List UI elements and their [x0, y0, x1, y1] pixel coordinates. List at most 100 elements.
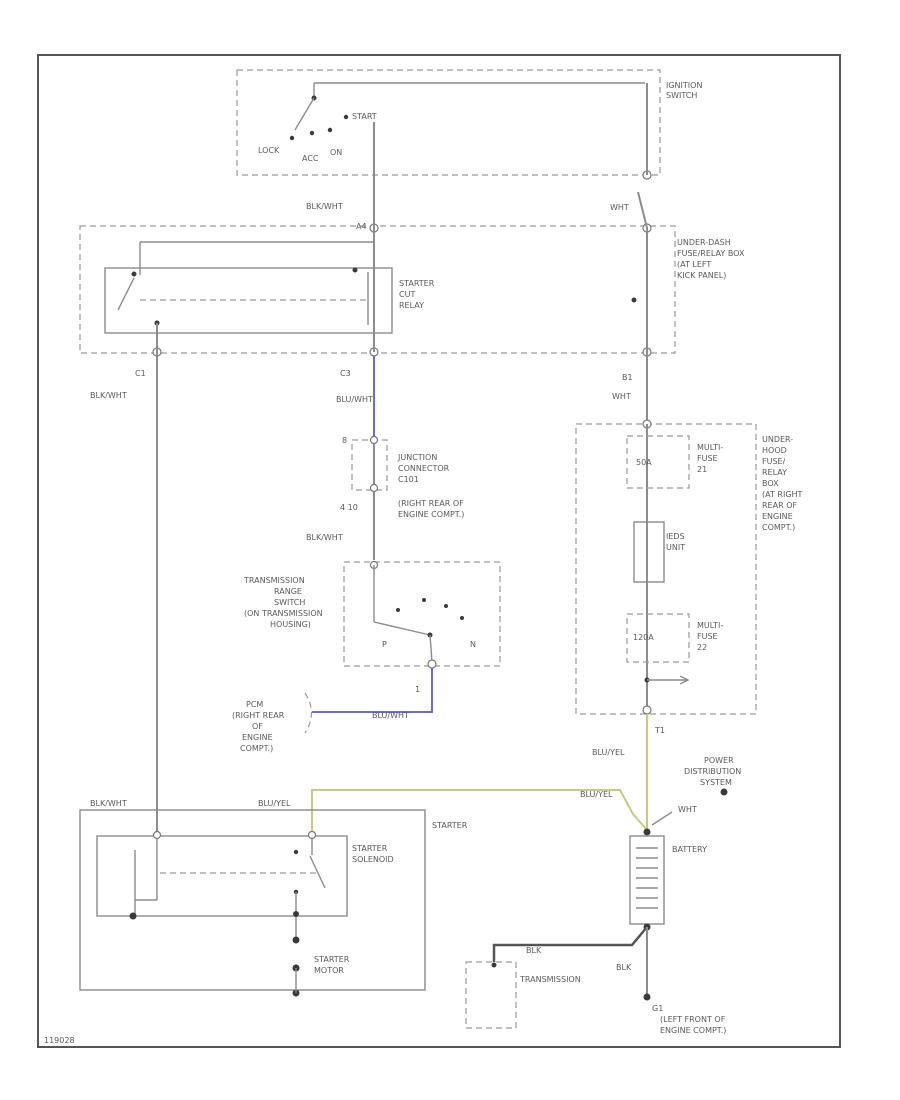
wire-label-wht-b1: WHT — [612, 392, 631, 401]
multi-fuse-21-label-2: FUSE — [697, 454, 718, 463]
starter-outer-box — [79, 809, 426, 991]
wire-label-blk-wht-1: BLK/WHT — [306, 202, 343, 211]
under-dash-pin-c3: C3 — [340, 369, 351, 378]
under-dash-box — [79, 225, 676, 354]
under-hood-name-4: RELAY — [762, 468, 787, 477]
ignition-lock-contact — [289, 135, 295, 141]
wire-label-blk-wht-c1: BLK/WHT — [90, 391, 127, 400]
ieds-unit-box — [633, 521, 665, 583]
starter-cut-relay-box — [104, 267, 393, 334]
diagram-frame — [37, 54, 841, 1048]
ignition-switch-name-2: SWITCH — [666, 91, 697, 100]
multi-fuse-22-amp: 120A — [633, 633, 654, 642]
multi-fuse-22-label-2: FUSE — [697, 632, 718, 641]
pcm-outline — [304, 692, 313, 734]
pcm-name-1: PCM — [246, 700, 263, 709]
multi-fuse-22-box — [626, 613, 690, 663]
transmission-box — [465, 961, 517, 1029]
junction-connector-box — [351, 439, 388, 491]
transmission-name: TRANSMISSION — [519, 975, 581, 984]
ground-g1: G1 (LEFT FRONT OF ENGINE COMPT.) — [643, 993, 726, 1035]
under-hood-name-9: COMPT.) — [762, 523, 795, 532]
ignition-switch-box — [236, 69, 661, 176]
wire-label-wht-1: WHT — [610, 203, 629, 212]
under-hood-terminal-t1 — [642, 705, 652, 715]
ignition-acc-label: ACC — [302, 154, 319, 163]
power-dist-junction — [720, 788, 728, 796]
power-dist-name-2: DISTRIBUTION — [684, 767, 741, 776]
wire-label-blk-wht-starter: BLK/WHT — [90, 799, 127, 808]
ignition-switch-name-1: IGNITION — [666, 81, 702, 90]
trs-name-5: HOUSING) — [270, 620, 311, 629]
under-dash-fuse-relay-box: STARTER CUT RELAY UNDER-DASH FUSE/RELAY … — [79, 222, 745, 382]
starter-solenoid-label-1: STARTER — [352, 844, 388, 853]
junction-pin-top: 8 — [342, 436, 347, 445]
multi-fuse-21-label-1: MULTI- — [697, 443, 723, 452]
trs-n-label: N — [470, 640, 476, 649]
multi-fuse-21-label-3: 21 — [697, 465, 707, 474]
trs-name-2: RANGE — [274, 587, 302, 596]
junction-name-4: (RIGHT REAR OF — [398, 499, 464, 508]
trs-name-4: (ON TRANSMISSION — [244, 609, 323, 618]
wire-label-blu-yel-batt: BLU/YEL — [580, 790, 613, 799]
trs-blade — [373, 621, 431, 636]
under-dash-pin-c1: C1 — [135, 369, 146, 378]
starter-cut-relay-label-1: STARTER — [399, 279, 435, 288]
starter-cut-relay-label-2: CUT — [399, 290, 415, 299]
junction-name-3: C101 — [398, 475, 419, 484]
trs-name-3: SWITCH — [274, 598, 305, 607]
under-dash-pin-a4: A4 — [356, 222, 367, 231]
trs-p-label: P — [382, 640, 387, 649]
wire-label-blk-1: BLK — [526, 946, 542, 955]
wire-label-blk-wht-2: BLK/WHT — [306, 533, 343, 542]
pcm-name-4: ENGINE — [242, 733, 273, 742]
battery-name: BATTERY — [672, 845, 707, 854]
multi-fuse-22-label-3: 22 — [697, 643, 707, 652]
pcm-name-3: OF — [252, 722, 263, 731]
under-hood-name-6: (AT RIGHT — [762, 490, 803, 499]
starter-solenoid-contact — [309, 855, 326, 889]
under-dash-pin-b1: B1 — [622, 373, 633, 382]
junction-pin-bottom: 4 10 — [340, 503, 358, 512]
ieds-unit-label-1: IEDS — [666, 532, 685, 541]
starter-name: STARTER — [432, 821, 468, 830]
pcm: PCM (RIGHT REAR OF ENGINE COMPT.) — [232, 692, 313, 753]
wire-blu-yel-battery-starter — [311, 789, 648, 833]
under-hood-name-3: FUSE/ — [762, 457, 786, 466]
ignition-start-label: START — [352, 112, 377, 121]
starter: BLK/WHT BLU/YEL STARTER STARTER SOLENOID… — [79, 799, 468, 997]
power-dist-arrow — [651, 811, 673, 826]
ignition-switch-blade — [294, 97, 315, 131]
starter-solenoid-box — [96, 835, 348, 917]
ieds-unit-label-2: UNIT — [666, 543, 685, 552]
under-dash-box-name-4: KICK PANEL) — [677, 271, 726, 280]
trs-terminal-1 — [427, 659, 437, 669]
starter-cut-relay-label-3: RELAY — [399, 301, 424, 310]
starter-motor-label-1: STARTER — [314, 955, 350, 964]
ignition-acc-contact — [309, 130, 315, 136]
wire-label-blu-yel: BLU/YEL — [592, 748, 625, 757]
under-hood-name-5: BOX — [762, 479, 779, 488]
junction-name-2: CONNECTOR — [398, 464, 450, 473]
power-dist-name-3: SYSTEM — [700, 778, 732, 787]
trs-name-1: TRANSMISSION — [243, 576, 305, 585]
ground-g1-pin: G1 — [652, 1004, 663, 1013]
ignition-on-contact — [327, 127, 333, 133]
under-dash-box-name-3: (AT LEFT — [677, 260, 711, 269]
under-hood-name-8: ENGINE — [762, 512, 793, 521]
starter-cut-relay-contact — [117, 277, 135, 311]
ground-g1-location-2: ENGINE COMPT.) — [660, 1026, 726, 1035]
under-hood-fuse-relay-box: 50A MULTI- FUSE 21 IEDS UNIT 120A MULTI-… — [575, 419, 803, 735]
battery: BATTERY — [629, 828, 707, 931]
trs-box — [343, 561, 501, 667]
under-hood-pin-t1: T1 — [654, 726, 665, 735]
pcm-name-2: (RIGHT REAR — [232, 711, 285, 720]
wire-blk-to-transmission — [492, 926, 648, 962]
under-dash-box-name-2: FUSE/RELAY BOX — [677, 249, 745, 258]
multi-fuse-21-amp: 50A — [636, 458, 652, 467]
under-dash-box-name-1: UNDER-DASH — [677, 238, 731, 247]
wire-label-blu-wht-pcm: BLU/WHT — [372, 711, 409, 720]
under-hood-name-1: UNDER- — [762, 435, 793, 444]
junction-name-5: ENGINE COMPT.) — [398, 510, 464, 519]
